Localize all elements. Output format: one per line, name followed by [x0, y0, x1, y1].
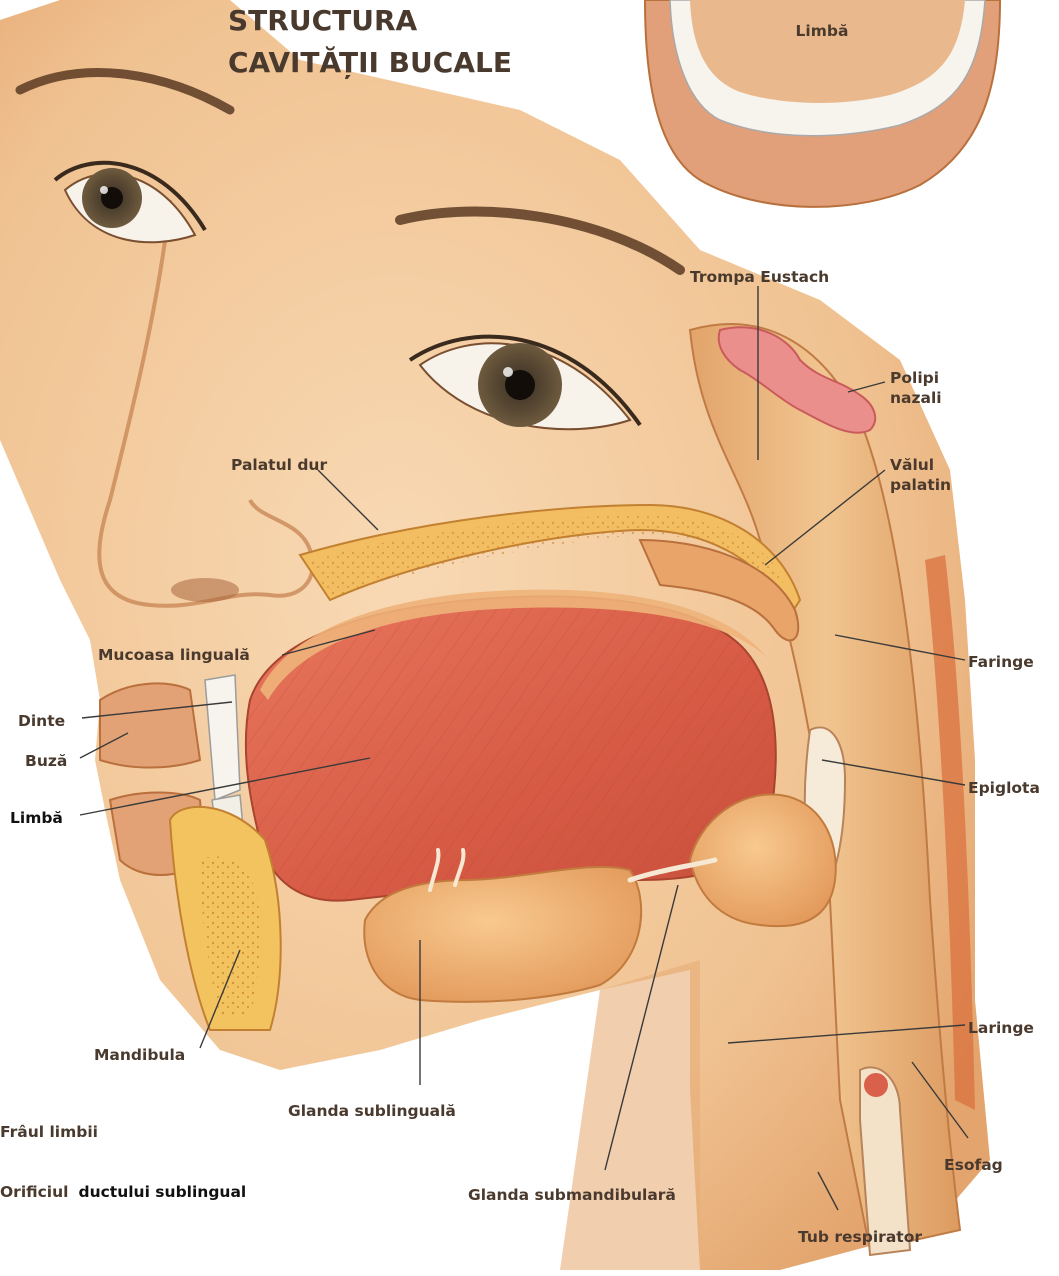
label-polipi-nazali-line1: Polipi [890, 369, 939, 387]
label-valul-palatin-line1: Vălul [890, 456, 934, 474]
label-epiglota: Epiglota [968, 779, 1040, 797]
label-tub-respirator: Tub respirator [798, 1228, 922, 1246]
larynx-cartilage [864, 1073, 888, 1097]
nostril [171, 578, 239, 602]
label-glanda-submandibulara: Glanda submandibulară [468, 1186, 676, 1204]
label-polipi-nazali-line2: nazali [890, 389, 942, 407]
label-orificiul-ductului-sublingual: Orificiul ductului sublingual [0, 1183, 246, 1201]
label-buza: Buză [25, 752, 67, 770]
label-faringe: Faringe [968, 653, 1034, 671]
label-valul-palatin-line2: palatin [890, 476, 951, 494]
label-laringe: Laringe [968, 1019, 1034, 1037]
diagram-title-line1: STRUCTURA [228, 4, 418, 37]
upper-lip [100, 683, 200, 767]
label-fraul-limbii: Frâul limbii [0, 1123, 98, 1141]
label-trompa-eustach: Trompa Eustach [690, 268, 829, 286]
label-orificiul-part2: ductului sublingual [78, 1183, 246, 1201]
label-glanda-sublinguala: Glanda sublinguală [288, 1102, 456, 1120]
diagram-title-line2: CAVITĂȚII BUCALE [228, 45, 512, 79]
label-esofag: Esofag [944, 1156, 1003, 1174]
mouth-inset: Limbă [645, 0, 1000, 207]
label-mucoasa-linguala: Mucoasa linguală [98, 646, 250, 664]
label-palatul-dur: Palatul dur [231, 456, 327, 474]
label-dinte: Dinte [18, 712, 65, 730]
label-orificiul-part1: Orificiul [0, 1183, 68, 1201]
neck-shadow [560, 960, 700, 1270]
inset-label-limba: Limbă [796, 22, 849, 40]
label-limba: Limbă [10, 809, 63, 827]
label-mandibula: Mandibula [94, 1046, 185, 1064]
